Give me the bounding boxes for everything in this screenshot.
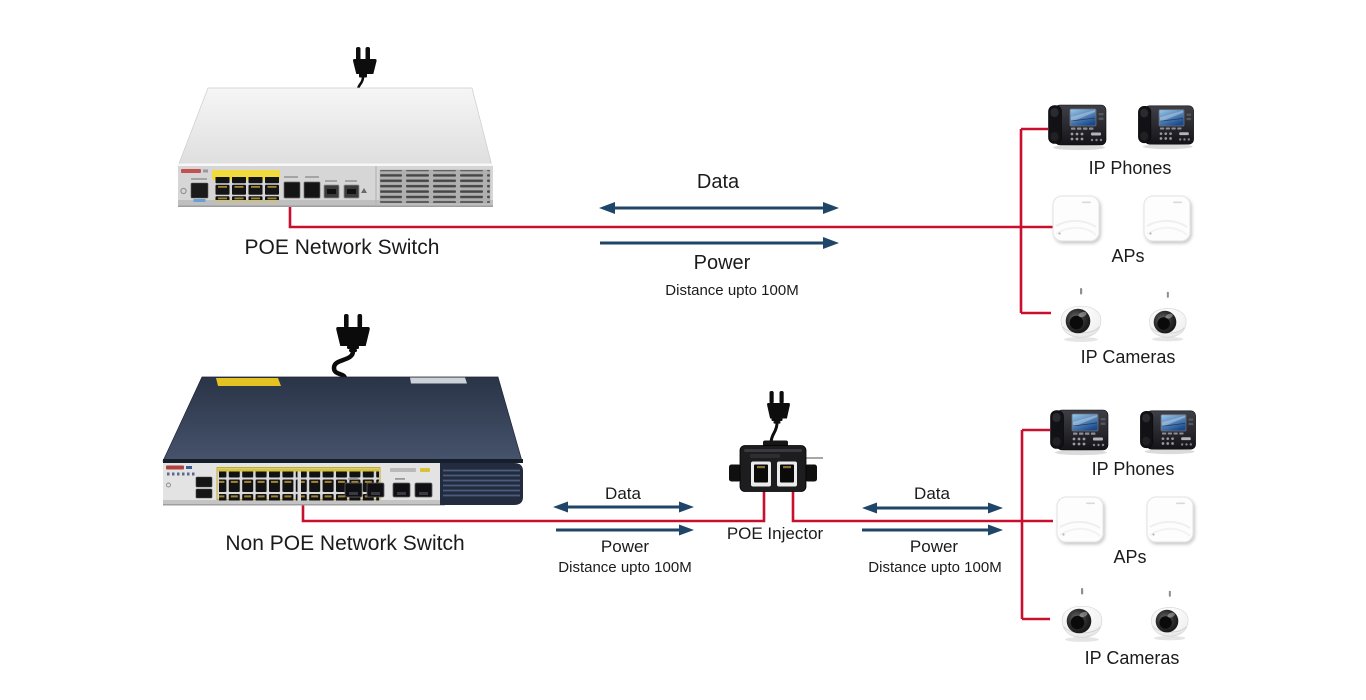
bottom-device-group [1050, 409, 1197, 643]
data-label-bottom-left: Data [605, 484, 641, 503]
arrows [553, 202, 1003, 536]
power-arrow-top [600, 237, 839, 249]
aps-label-bottom: APs [1113, 547, 1147, 567]
ap-icon [1052, 195, 1100, 242]
poe-switch-label: POE Network Switch [244, 236, 440, 259]
cable-top-run [288, 204, 1053, 229]
ap-icon [1146, 496, 1194, 543]
ip-camera-icon [1148, 291, 1187, 342]
ap-icon [1143, 195, 1191, 242]
data-label-top: Data [696, 171, 740, 193]
ip-phones-label-top: IP Phones [1088, 158, 1172, 178]
power-label-bottom-right: Power [909, 537, 959, 556]
cable-bottom-branch [1020, 428, 1050, 621]
ip-phone-icon [1050, 409, 1109, 456]
power-arrow-bottom-left [556, 524, 694, 536]
aps-label-top: APs [1111, 246, 1145, 266]
ip-phone-icon [1137, 105, 1195, 150]
poe-network-switch-icon [177, 47, 493, 207]
ip-phone-icon [1048, 104, 1107, 151]
power-plug-icon [351, 47, 377, 91]
cable-bottom-left-run [301, 490, 766, 523]
ip-cameras-label-bottom: IP Cameras [1084, 648, 1180, 668]
ap-icon [1056, 496, 1104, 543]
non-poe-switch-label: Non POE Network Switch [225, 532, 465, 555]
data-label-bottom-right: Data [914, 484, 950, 503]
ip-phones-label-bottom: IP Phones [1091, 459, 1175, 479]
poe-injector-label: POE Injector [726, 524, 824, 543]
power-label-top: Power [693, 252, 751, 274]
power-label-bottom-left: Power [600, 537, 650, 556]
cable-bottom-right-run [791, 490, 1053, 523]
top-device-group [1048, 104, 1195, 343]
data-arrow-bottom-left [553, 501, 694, 513]
cable-top-branch [1019, 127, 1051, 315]
power-plug-curly-icon [331, 314, 370, 383]
data-arrow-top [599, 202, 839, 214]
non-poe-network-switch-icon [162, 314, 523, 506]
ip-camera-icon [1150, 590, 1189, 641]
power-arrow-bottom-right [862, 524, 1003, 536]
cable-lines [288, 127, 1053, 621]
data-arrow-bottom-right [862, 502, 1003, 514]
distance-label-bottom-right: Distance upto 100M [868, 559, 1002, 576]
ip-cameras-label-top: IP Cameras [1080, 347, 1176, 367]
ip-camera-icon [1060, 287, 1102, 343]
distance-label-top: Distance upto 100M [665, 282, 799, 299]
ip-camera-icon [1061, 587, 1103, 643]
poe-injector-icon [729, 391, 823, 492]
ip-phone-icon [1139, 410, 1197, 455]
power-plug-icon [764, 391, 790, 444]
distance-label-bottom-left: Distance upto 100M [558, 559, 692, 576]
